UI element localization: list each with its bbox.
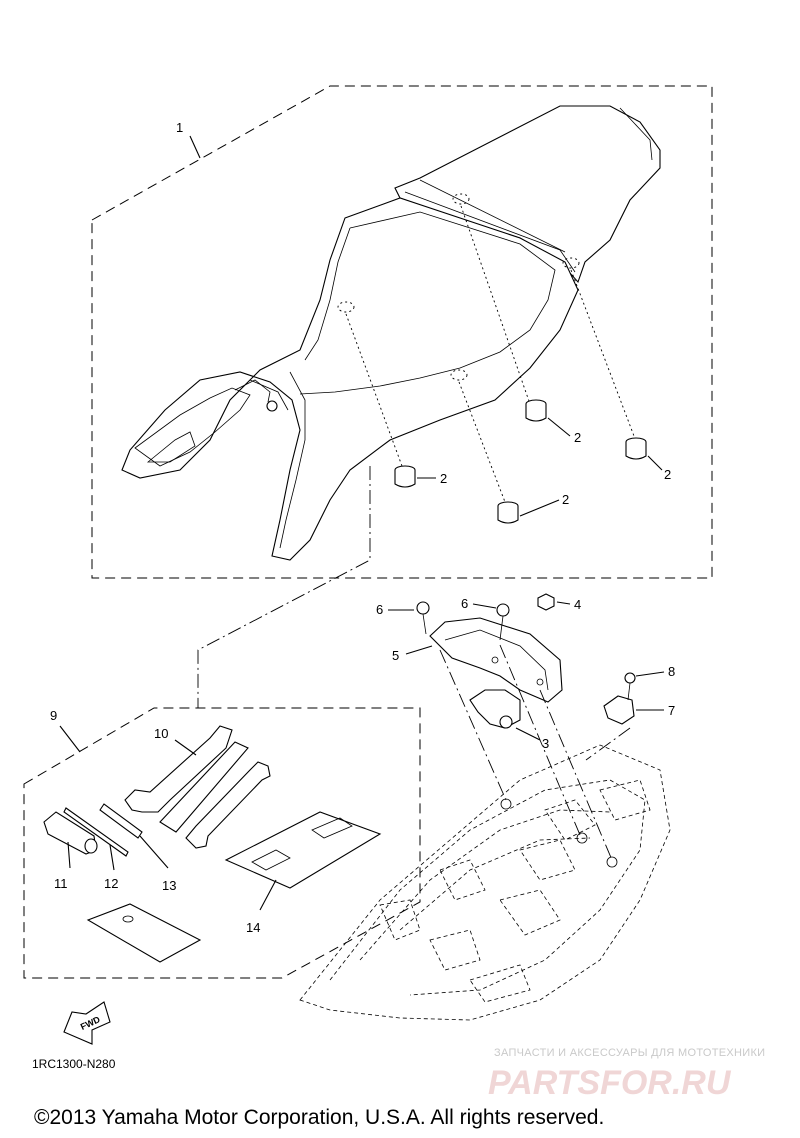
- watermark-logo: PARTSFOR.RU: [488, 1064, 732, 1102]
- watermark-tagline: ЗАПЧАСТИ И АКСЕССУАРЫ ДЛЯ МОТОТЕХНИКИ: [494, 1047, 765, 1059]
- watermark: ЗАПЧАСТИ И АКСЕССУАРЫ ДЛЯ МОТОТЕХНИКИ PA…: [488, 1047, 765, 1102]
- callout-2: 2: [574, 430, 581, 445]
- toolkit-illustration: [43, 725, 382, 963]
- callout-3: 3: [542, 736, 549, 751]
- callout-6: 6: [461, 596, 468, 611]
- seat-to-toolkit-line: [197, 466, 371, 708]
- callout-9: 9: [50, 708, 57, 723]
- callout-14: 14: [246, 920, 260, 935]
- callout-12: 12: [104, 876, 118, 891]
- damper-parts: [394, 399, 647, 524]
- callout-6: 6: [376, 602, 383, 617]
- seat-group-box: [91, 85, 713, 579]
- callout-2: 2: [562, 492, 569, 507]
- toolkit-group-box: [23, 707, 421, 979]
- damper-leaders: [417, 417, 663, 517]
- frame-illustration: [299, 744, 671, 1021]
- fwd-arrow-icon: FWD: [63, 1001, 111, 1045]
- callout-1: 1: [176, 120, 183, 135]
- seat-illustration: [121, 105, 661, 561]
- bracket-leaders: [388, 601, 665, 741]
- callout-13: 13: [162, 878, 176, 893]
- callout-2: 2: [440, 471, 447, 486]
- bracket-to-frame-lines: [439, 644, 631, 861]
- callout-8: 8: [668, 664, 675, 679]
- leader-1: [189, 135, 201, 159]
- callout-10: 10: [154, 726, 168, 741]
- copyright-text: ©2013 Yamaha Motor Corporation, U.S.A. A…: [34, 1106, 604, 1129]
- leader-9: [59, 725, 81, 753]
- callout-labels: 1 2 2 2 2 3 4 5 6 6 7 8 9 10 11 12 13 14: [50, 120, 675, 935]
- callout-4: 4: [574, 597, 581, 612]
- callout-11: 11: [54, 876, 68, 891]
- callout-7: 7: [668, 703, 675, 718]
- callout-2: 2: [664, 467, 671, 482]
- diagram-code: 1RC1300-N280: [32, 1057, 116, 1071]
- lock-bracket-illustration: [416, 593, 636, 729]
- callout-5: 5: [392, 648, 399, 663]
- toolkit-leaders: [67, 739, 277, 911]
